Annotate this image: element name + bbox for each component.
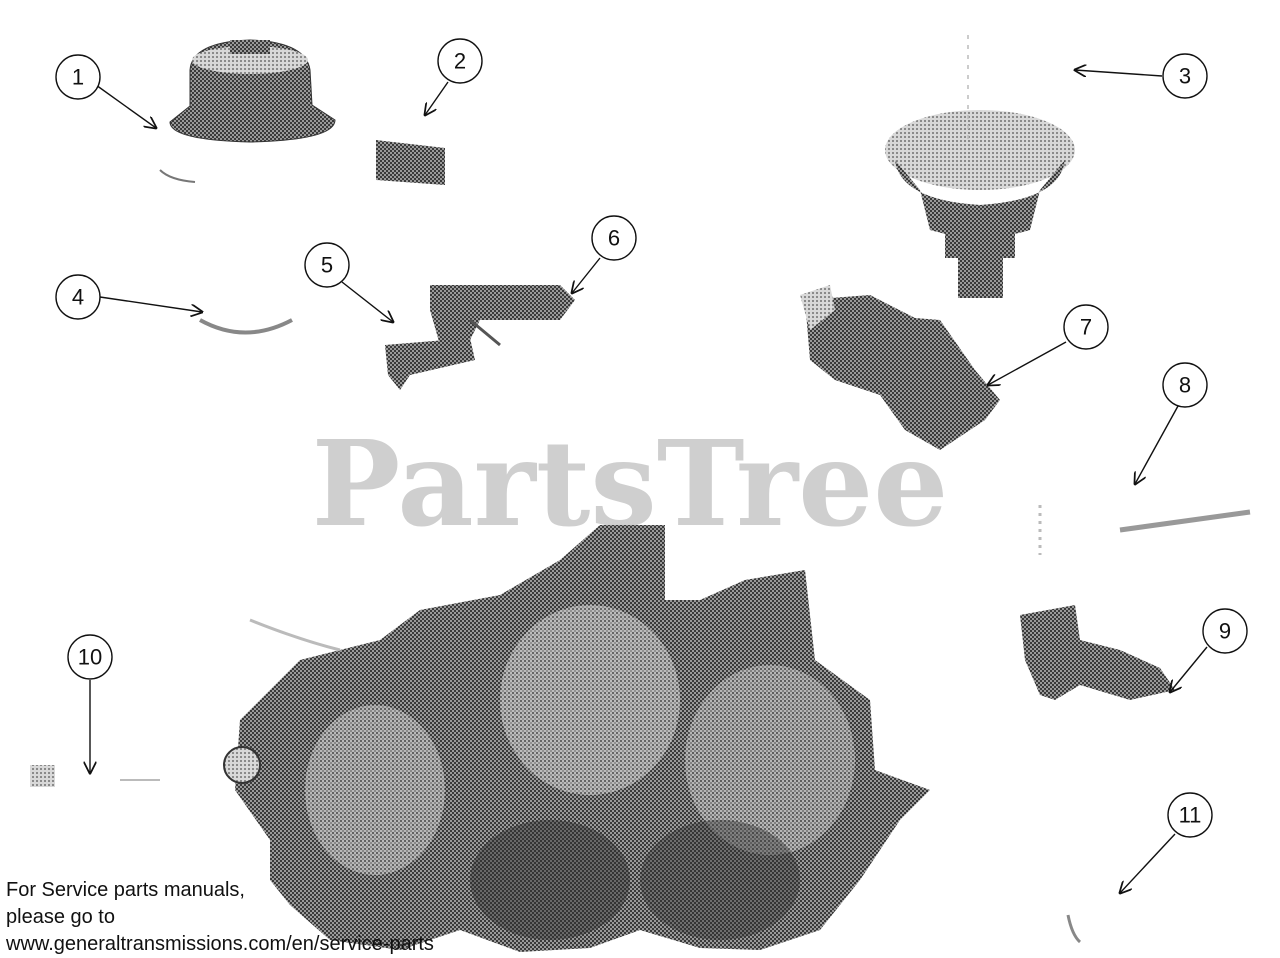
callout-8: 8 — [1135, 362, 1208, 484]
callout-9: 9 — [1170, 608, 1248, 692]
callout-label-5: 5 — [321, 253, 333, 278]
callout-label-7: 7 — [1080, 315, 1092, 340]
callout-label-1: 1 — [72, 65, 84, 90]
callout-label-9: 9 — [1219, 619, 1231, 644]
part-2-plate — [376, 140, 445, 185]
note-line-3: www.generaltransmissions.com/en/service-… — [6, 933, 434, 955]
callout-label-8: 8 — [1179, 373, 1191, 398]
callout-7: 7 — [988, 304, 1109, 385]
callout-11: 11 — [1120, 792, 1213, 893]
part-9-lever — [1020, 605, 1175, 700]
callout-4: 4 — [55, 274, 202, 320]
part-1-cover — [159, 39, 336, 183]
callout-10: 10 — [67, 634, 113, 773]
callout-label-10: 10 — [78, 645, 102, 670]
callout-label-11: 11 — [1179, 803, 1202, 828]
callout-2: 2 — [425, 38, 483, 115]
callout-label-6: 6 — [608, 226, 620, 251]
part-10-fitting — [30, 765, 160, 787]
part-7-bracket — [800, 285, 1000, 450]
callout-6: 6 — [572, 215, 637, 293]
part-4-ring — [199, 318, 293, 335]
callout-label-2: 2 — [454, 49, 466, 74]
part-11-seal — [1066, 914, 1082, 944]
part-3-housing — [885, 35, 1075, 298]
service-parts-note: For Service parts manuals, please go to … — [6, 877, 434, 958]
transaxle-assembly — [223, 525, 930, 952]
part-8-pin — [1038, 505, 1251, 555]
callout-label-3: 3 — [1179, 64, 1191, 89]
note-line-1: For Service parts manuals, — [6, 879, 245, 901]
callout-1: 1 — [55, 54, 156, 128]
callout-5: 5 — [304, 242, 393, 322]
note-line-2: please go to — [6, 906, 115, 928]
part-5-6-linkage — [385, 285, 575, 390]
callout-label-4: 4 — [72, 285, 84, 310]
callout-3: 3 — [1075, 53, 1208, 99]
